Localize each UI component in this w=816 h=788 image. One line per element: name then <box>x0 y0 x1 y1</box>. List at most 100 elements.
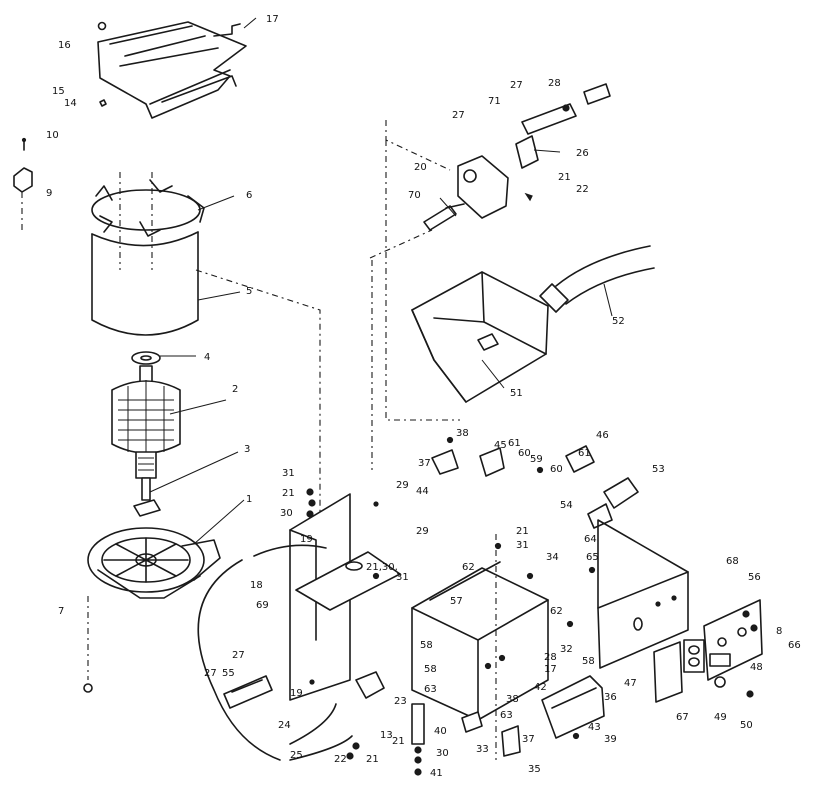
part-label: 37 <box>418 458 431 469</box>
part-label: 64 <box>584 534 597 545</box>
part-label: 69 <box>256 600 269 611</box>
connector <box>462 712 482 732</box>
part-label: 28 <box>548 78 561 89</box>
part-label: 36 <box>604 692 617 703</box>
part-label: 30 <box>436 748 449 759</box>
part-label: 21,30, <box>366 562 398 573</box>
gasket <box>654 642 682 702</box>
part-label: 47 <box>624 678 637 689</box>
part-label: 63 <box>424 684 437 695</box>
part-label: 67 <box>676 712 689 723</box>
part-label: 51 <box>510 388 523 399</box>
part-label: 32 <box>560 644 573 655</box>
part-label: 2 <box>232 384 238 395</box>
part-label: 56 <box>748 572 761 583</box>
part-label: 61 <box>578 448 591 459</box>
part-label: 14 <box>64 98 77 109</box>
part-label: 29 <box>416 526 429 537</box>
part-label: 34 <box>546 552 559 563</box>
part-label: 20 <box>414 162 427 173</box>
part-label: 62 <box>462 562 475 573</box>
part-label: 35 <box>528 764 541 775</box>
part-label: 7 <box>58 606 64 617</box>
armature <box>112 366 180 500</box>
part-label: 33 <box>476 744 489 755</box>
part-label: 65 <box>586 552 599 563</box>
part-label: 68 <box>726 556 739 567</box>
part-label: 52 <box>612 316 625 327</box>
part-label: 30 <box>280 508 293 519</box>
part-label: 1 <box>246 494 252 505</box>
tube <box>412 704 424 744</box>
part-label: 10 <box>46 130 59 141</box>
part-label: 25 <box>290 750 303 761</box>
part-label: 21 <box>366 754 379 765</box>
part-label: 38 <box>506 694 519 705</box>
knob <box>715 677 725 687</box>
part-label: 54 <box>560 500 573 511</box>
part-label: 24 <box>278 720 291 731</box>
motor-housing <box>92 172 204 335</box>
part-label: 21 <box>558 172 571 183</box>
part-label: 58 <box>420 640 433 651</box>
part-label: 6 <box>246 190 252 201</box>
part-label: 21 <box>392 736 405 747</box>
part-label: 27 <box>204 668 217 679</box>
part-label: 53 <box>652 464 665 475</box>
part-label: 29 <box>396 480 409 491</box>
part-label: 27 <box>452 110 465 121</box>
part-label: 70 <box>408 190 421 201</box>
part-label: 38 <box>456 428 469 439</box>
part-label: 9 <box>46 188 52 199</box>
motor-cover <box>98 22 246 118</box>
part-label: 4 <box>204 352 210 363</box>
part-label: 8 <box>776 626 782 637</box>
part-label: 44 <box>416 486 429 497</box>
fan-blade <box>134 500 160 516</box>
part-label: 60 <box>518 448 531 459</box>
part-label: 22 <box>576 184 589 195</box>
part-label: 19 <box>290 688 303 699</box>
switch-block <box>480 448 504 476</box>
part-label: 59 <box>530 454 543 465</box>
capacitor <box>604 478 638 508</box>
part-label: 31 <box>282 468 295 479</box>
part-label: 58 <box>424 664 437 675</box>
part-label: 19 <box>300 534 313 545</box>
part-label: 17 <box>266 14 279 25</box>
part-label: 39 <box>604 734 617 745</box>
switch-part <box>14 139 32 231</box>
part-label: 41 <box>430 768 443 779</box>
clip <box>502 726 520 756</box>
part-label: 66 <box>788 640 801 651</box>
part-label: 63 <box>500 710 513 721</box>
part-label: 62 <box>550 606 563 617</box>
part-label: 15 <box>52 86 65 97</box>
part-label: 5 <box>246 286 252 297</box>
part-label: 55 <box>222 668 235 679</box>
part-label: 37 <box>522 734 535 745</box>
bearing <box>132 352 160 364</box>
part-label: 45 <box>494 440 507 451</box>
mounting-plate <box>290 489 400 700</box>
part-label: 40 <box>434 726 447 737</box>
part-label: 3 <box>244 444 250 455</box>
part-label: 27 <box>232 650 245 661</box>
part-label: 28 <box>544 652 557 663</box>
part-label: 31 <box>516 540 529 551</box>
part-label: 42 <box>534 682 547 693</box>
part-label: 16 <box>58 40 71 51</box>
part-label: 13 <box>380 730 393 741</box>
part-label: 27 <box>510 80 523 91</box>
part-label: 48 <box>750 662 763 673</box>
bracket <box>356 672 384 698</box>
part-label: 23 <box>394 696 407 707</box>
cord <box>290 704 336 744</box>
part-label: 22 <box>334 754 347 765</box>
part-label: 21 <box>282 488 295 499</box>
part-label: 46 <box>596 430 609 441</box>
part-label: 18 <box>250 580 263 591</box>
part-label: 71 <box>488 96 501 107</box>
part-label: 43 <box>588 722 601 733</box>
